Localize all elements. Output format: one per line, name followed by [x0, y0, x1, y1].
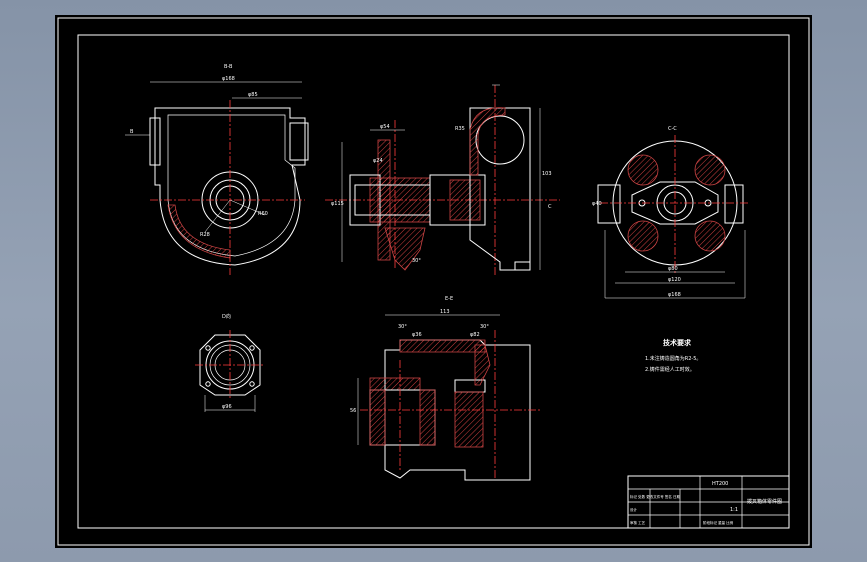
notes-line-2: 2.铸件需经人工时效。	[645, 366, 695, 373]
outer-frame	[57, 17, 810, 546]
view-bottom-middle: E-E 113 30° 30° 56 φ36 φ82	[350, 296, 540, 481]
notes-line-1: 1.未注铸造圆角为R2-5。	[645, 355, 701, 362]
view-top-right: C-C φ80 φ120 φ168 φ40	[592, 126, 750, 299]
view-bottom-left: D向 φ96	[195, 313, 265, 412]
svg-text:56: 56	[350, 408, 356, 414]
svg-text:φ168: φ168	[668, 292, 681, 298]
svg-text:30°: 30°	[412, 258, 421, 264]
svg-text:B: B	[130, 129, 134, 135]
view-label-cc: C-C	[668, 126, 677, 132]
svg-text:φ54: φ54	[380, 124, 390, 130]
svg-text:φ115: φ115	[331, 201, 344, 207]
svg-text:φ80: φ80	[668, 266, 678, 272]
inner-frame	[77, 34, 790, 529]
svg-text:30°: 30°	[480, 324, 489, 330]
svg-text:R28: R28	[200, 232, 210, 238]
svg-text:φ40: φ40	[592, 201, 602, 207]
svg-text:C: C	[548, 204, 552, 210]
svg-text:φ82: φ82	[470, 332, 480, 338]
title-block-material: HT200	[712, 481, 728, 487]
view-top-middle: φ115 φ54 φ24 30° 103 R35 C	[325, 84, 560, 275]
svg-text:R60: R60	[258, 211, 268, 217]
svg-text:φ96: φ96	[222, 404, 232, 410]
svg-text:φ36: φ36	[412, 332, 422, 338]
view-top-left: B-B φ168 φ85 R60 R28 B	[125, 64, 309, 275]
svg-text:113: 113	[440, 309, 450, 315]
view-label-ee: E-E	[445, 296, 453, 302]
title-block-row4: 阶段标记 重量 比例	[703, 520, 734, 525]
view-label-bb: B-B	[224, 64, 233, 70]
technical-notes: 技术要求 1.未注铸造圆角为R2-5。 2.铸件需经人工时效。	[645, 338, 701, 373]
svg-text:103: 103	[542, 171, 552, 177]
title-block: HT200 拨叉箱体零件图 标记 处数 更改文件号 签名 日期 设计 审核 工艺…	[627, 475, 790, 529]
svg-text:φ120: φ120	[668, 277, 681, 283]
svg-text:φ85: φ85	[248, 92, 258, 98]
title-block-scale: 1:1	[730, 507, 738, 513]
svg-text:30°: 30°	[398, 324, 407, 330]
svg-text:φ24: φ24	[373, 158, 383, 164]
svg-text:φ168: φ168	[222, 76, 235, 82]
drawing-sheet	[55, 15, 812, 548]
title-block-row3: 审核 工艺	[630, 520, 646, 525]
title-block-drawing-name: 拨叉箱体零件图	[747, 498, 782, 505]
svg-text:R35: R35	[455, 126, 465, 132]
view-label-d: D向	[222, 313, 231, 320]
title-block-row1: 标记 处数 更改文件号 签名 日期	[630, 494, 680, 499]
title-block-row2: 设计	[630, 507, 638, 512]
notes-title: 技术要求	[663, 338, 692, 347]
